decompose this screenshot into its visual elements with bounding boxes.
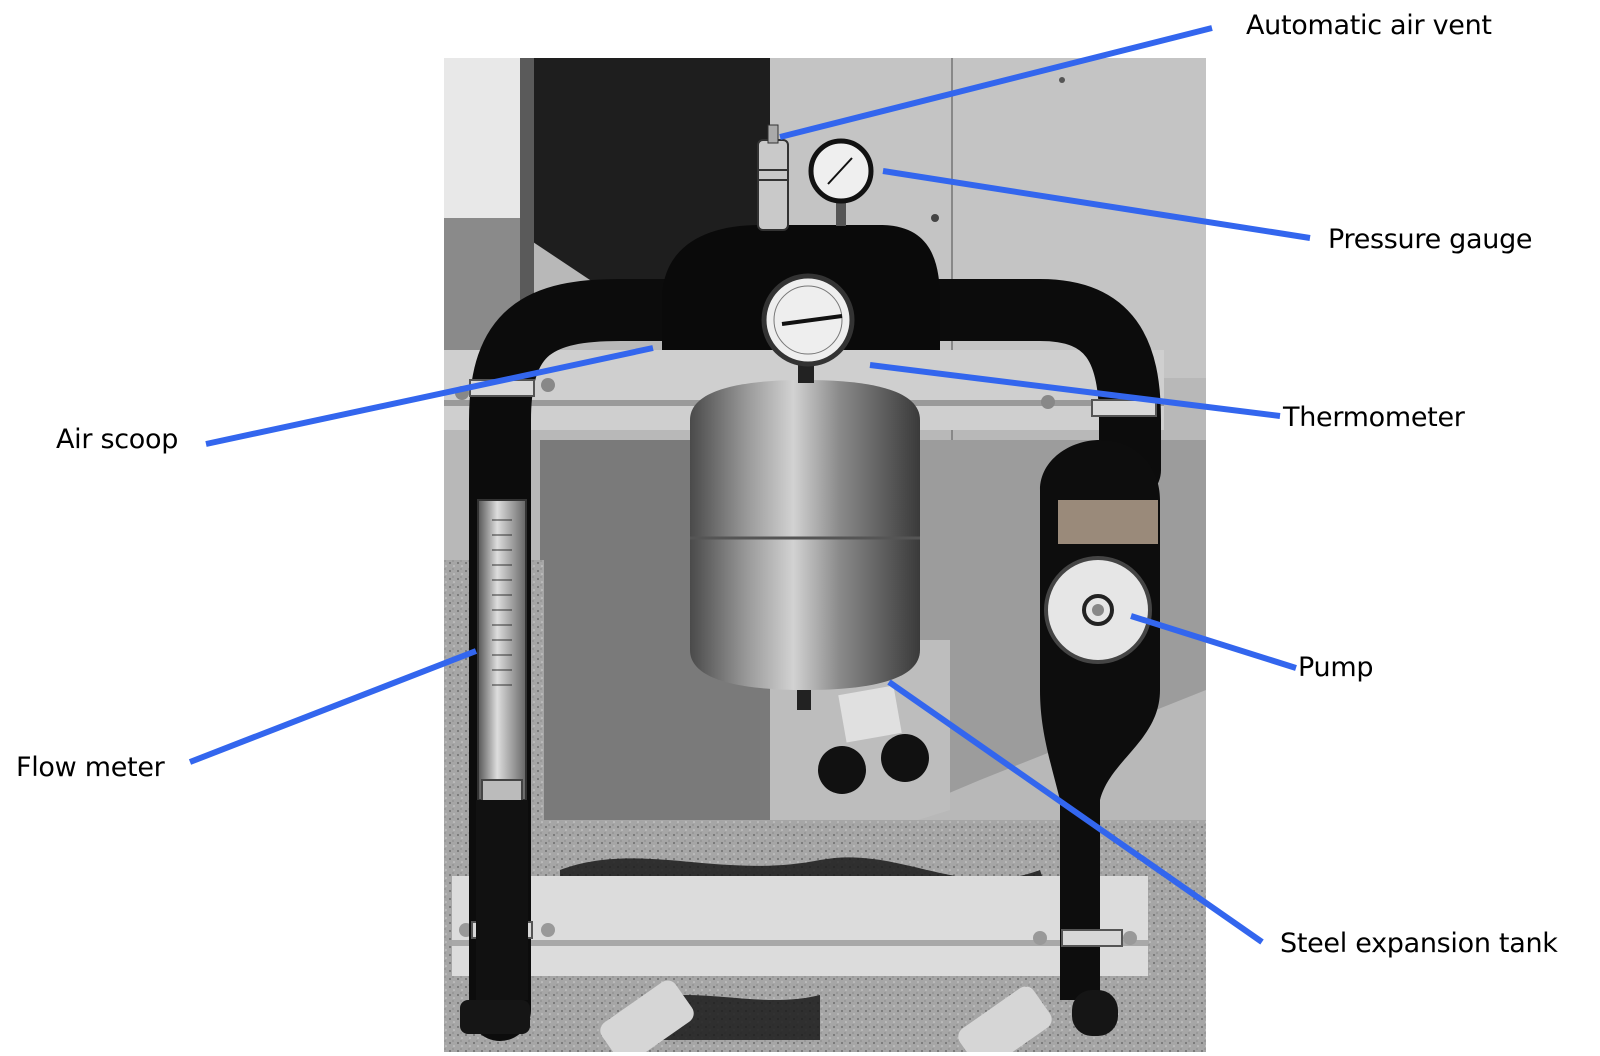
leader-line-thermometer (869, 362, 1281, 419)
leader-line-air-scoop (205, 345, 654, 447)
label-flow-meter: Flow meter (16, 752, 165, 783)
leader-line-pump (1130, 613, 1297, 671)
leader-lines (188, 25, 1311, 945)
label-pump: Pump (1298, 652, 1374, 683)
label-automatic-air-vent: Automatic air vent (1246, 10, 1492, 41)
leader-line-automatic-air-vent (779, 25, 1213, 140)
label-air-scoop: Air scoop (56, 424, 179, 455)
label-steel-expansion-tank: Steel expansion tank (1280, 928, 1558, 959)
leader-line-pressure-gauge (882, 168, 1311, 241)
label-pressure-gauge: Pressure gauge (1328, 224, 1533, 255)
leader-line-flow-meter (188, 648, 478, 765)
leader-line-steel-expansion-tank (887, 679, 1264, 945)
label-thermometer: Thermometer (1283, 402, 1465, 433)
